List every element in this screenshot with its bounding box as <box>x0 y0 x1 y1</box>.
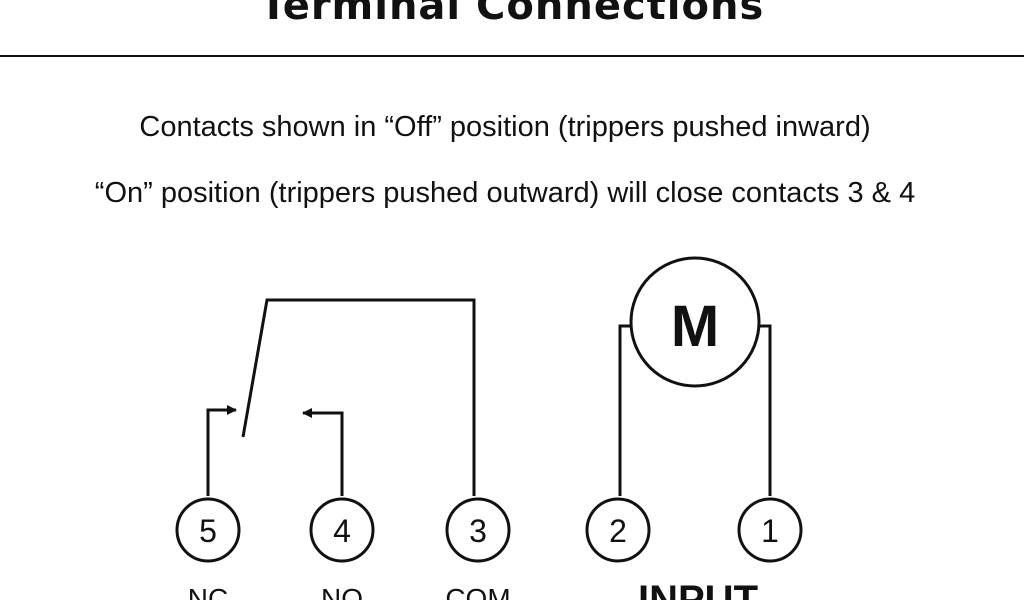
terminal-number: 2 <box>609 513 627 549</box>
terminal-circle <box>175 497 241 563</box>
terminal-number: 5 <box>199 513 217 549</box>
terminal-label: COM <box>445 583 510 600</box>
motor: M <box>629 256 761 388</box>
motor-circle <box>629 256 761 388</box>
switch-wiring <box>206 298 476 496</box>
terminal-3: 3 COM <box>445 497 511 600</box>
terminal-number: 3 <box>469 513 487 549</box>
terminal-circle <box>309 497 375 563</box>
on-position-note: “On” position (trippers pushed outward) … <box>94 177 916 209</box>
terminal-5: 5 NC <box>175 497 241 600</box>
diagram-title: Terminal Connections <box>259 0 765 29</box>
terminal-circle <box>585 497 651 563</box>
input-label: INPUT <box>638 578 758 600</box>
terminal-number: 1 <box>761 513 779 549</box>
terminal-number: 4 <box>333 513 351 549</box>
terminal-circle <box>445 497 511 563</box>
off-position-note: Contacts shown in “Off” position (trippe… <box>139 111 871 143</box>
no-wire <box>302 408 344 496</box>
title-divider <box>0 55 1024 57</box>
terminal-circle <box>737 497 803 563</box>
terminal-2: 2 <box>585 497 651 563</box>
com-wire <box>241 298 476 496</box>
nc-wire <box>206 405 237 496</box>
motor-wiring <box>618 324 772 496</box>
motor-symbol: M <box>671 294 719 359</box>
terminal-1: 1 <box>737 497 803 563</box>
terminal-4: 4 NO <box>309 497 375 600</box>
terminal-label: NC <box>188 583 228 600</box>
motor-right-wire <box>759 324 772 496</box>
terminal-label: NO <box>321 583 363 600</box>
motor-left-wire <box>618 324 632 496</box>
